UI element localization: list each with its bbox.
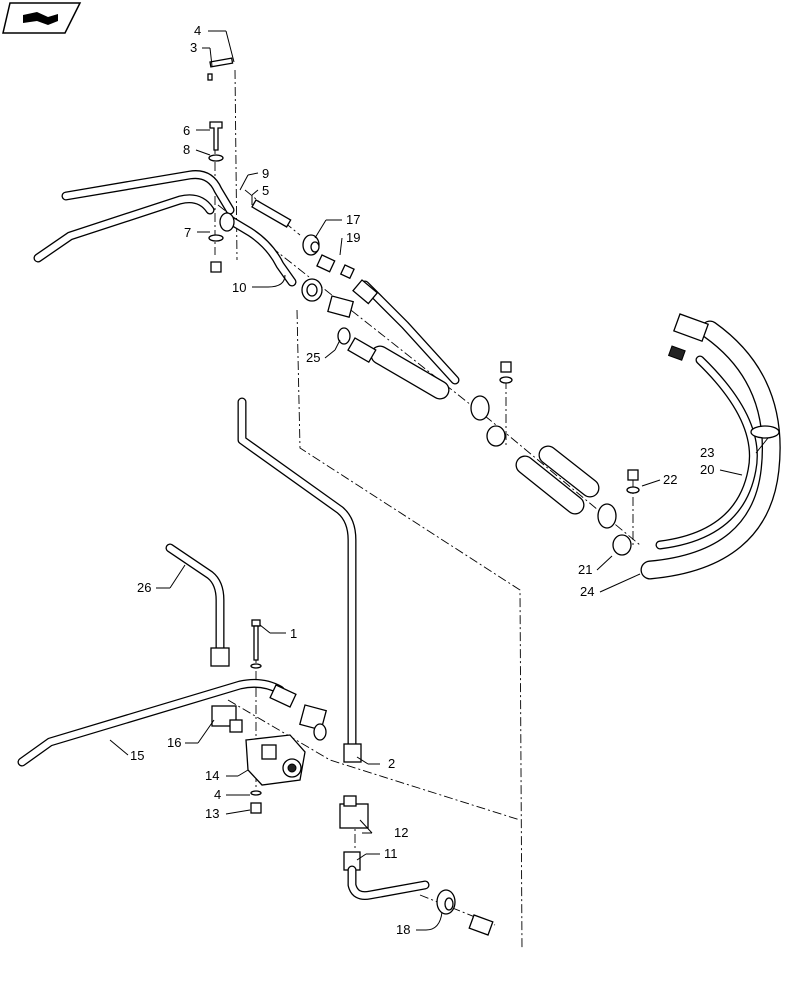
- clamp-23: [750, 425, 780, 439]
- callout-25: 25: [306, 350, 320, 365]
- callout-1: 1: [290, 626, 297, 641]
- bolt-1: [250, 619, 262, 669]
- elbow-right: [299, 704, 328, 741]
- grommet-18: [436, 889, 456, 915]
- callout-10: 10: [232, 280, 246, 295]
- callout-17: 17: [346, 212, 360, 227]
- callout-8: 8: [183, 142, 190, 157]
- fastener-hardware: [207, 57, 234, 273]
- fitting-18: [468, 914, 494, 936]
- fitting-17: [302, 234, 320, 256]
- tube-26: [165, 543, 230, 667]
- hose-20: [655, 345, 758, 550]
- callout-15: 15: [130, 748, 144, 763]
- callout-20: 20: [700, 462, 714, 477]
- callout-5: 5: [262, 183, 269, 198]
- tube-9: [352, 279, 460, 385]
- tube-15: [17, 678, 297, 767]
- valve-body-14: [245, 734, 306, 786]
- leader-lines: [109, 30, 769, 931]
- upper-tube-assembly[interactable]: [33, 170, 297, 287]
- callout-2: 2: [388, 756, 395, 771]
- callout-23: 23: [700, 445, 714, 460]
- hose-24: [640, 320, 781, 580]
- callout-7: 7: [184, 225, 191, 240]
- grommet: [301, 278, 323, 302]
- callout-14: 14: [205, 768, 219, 783]
- nut-washer-22: [499, 361, 640, 494]
- callout-18: 18: [396, 922, 410, 937]
- hose-top-fitting: [673, 313, 710, 343]
- callout-11: 11: [384, 846, 398, 861]
- callout-6: 6: [183, 123, 190, 138]
- callout-labels: 1 2 3 4 4 5 6 7 8 9 10 11 12 13 14 15 16…: [130, 23, 714, 937]
- callout-21: 21: [578, 562, 592, 577]
- hose-segment-upper: [347, 337, 450, 400]
- callout-9: 9: [262, 166, 269, 181]
- callout-19: 19: [346, 230, 360, 245]
- clamp-upper: [470, 395, 632, 556]
- callout-13: 13: [205, 806, 219, 821]
- fitting-19: [316, 254, 355, 280]
- tube-2: [237, 397, 362, 763]
- book-page-icon[interactable]: [2, 2, 82, 34]
- fitting-25: [337, 327, 351, 345]
- callout-16: 16: [167, 735, 181, 750]
- elbow-16: [211, 705, 243, 733]
- hose-segment-mid: [515, 445, 600, 515]
- fitting-elbow: [327, 295, 355, 318]
- washer-nut-lower: [250, 790, 262, 814]
- callout-3: 3: [190, 40, 197, 55]
- callout-22: 22: [663, 472, 677, 487]
- callout-4-top: 4: [194, 23, 201, 38]
- callout-12: 12: [394, 825, 408, 840]
- tube-11: [343, 851, 430, 900]
- callout-4-bottom: 4: [214, 787, 221, 802]
- elbow-12: [339, 795, 369, 829]
- callout-26: 26: [137, 580, 151, 595]
- callout-24: 24: [580, 584, 594, 599]
